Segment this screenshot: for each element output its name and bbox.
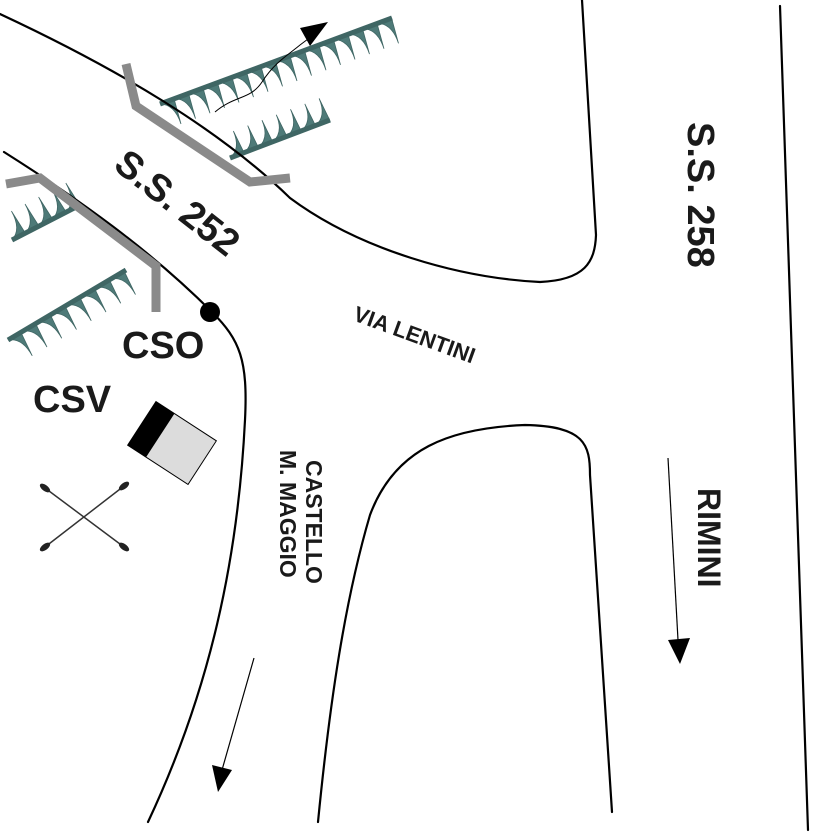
station-cso-marker[interactable] (200, 302, 220, 322)
arrow-icon-castello (212, 657, 255, 792)
label-ss258: S.S. 258 (679, 122, 721, 268)
river-bank-edge (159, 15, 393, 107)
crossed-pins-icon (39, 481, 130, 552)
label-rimini: RIMINI (691, 488, 727, 588)
river-bank-edge (10, 202, 82, 243)
river-bank-upper (159, 15, 399, 161)
label-csv: CSV (33, 379, 112, 421)
river-bank-edge (229, 117, 331, 161)
bridge-upper (121, 62, 291, 187)
road-ss252-lower-edge (2, 150, 247, 824)
river-flow-line (214, 35, 313, 113)
bridge-lower (5, 173, 161, 312)
label-m-maggio: M. MAGGIO (275, 450, 301, 578)
building-icon[interactable] (126, 400, 218, 486)
road-ss252-upper-edge (0, 0, 598, 284)
river-bank-lower (6, 182, 136, 357)
road-ss258-east-edge (778, 4, 810, 832)
road-via-lentini-lower-edge (316, 423, 614, 824)
label-via-lentini: VIA LENTINI (350, 301, 478, 368)
river-flow-arrow-icon (300, 22, 328, 46)
label-castello: CASTELLO (301, 460, 327, 584)
label-cso: CSO (122, 325, 204, 367)
arrow-icon-rimini (667, 457, 690, 664)
river-bank-edge (6, 267, 128, 343)
